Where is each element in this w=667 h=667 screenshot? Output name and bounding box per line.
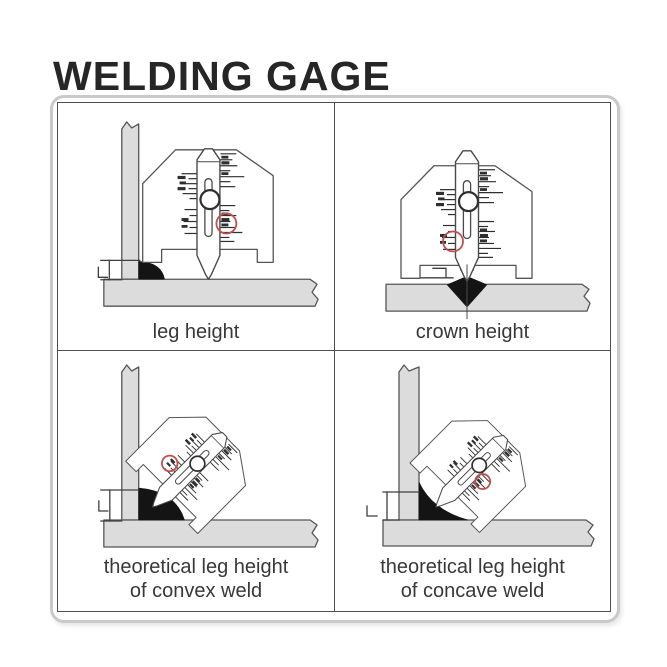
red-highlight-circle [442,230,464,253]
crown-height-illustration [385,149,591,320]
welding-gauge [116,398,260,543]
panel-caption: theoretical leg height of convex weld [103,556,289,602]
fillet-weld-concave [418,481,469,521]
panel-caption: leg height [152,321,240,343]
vertical-plate [121,121,140,280]
red-highlight-circle [161,454,179,473]
diagram-frame: leg height crown height [50,95,620,623]
panel-grid: leg height crown height [57,102,611,612]
panel-caption: theoretical leg height of concave weld [380,556,565,602]
concave-weld-illustration [366,364,595,547]
vertical-plate [121,364,140,521]
vertical-plate [398,364,420,521]
welding-gauge [401,149,532,283]
red-highlight-circle [215,212,238,235]
horizontal-plate [382,519,595,547]
panel-convex-weld: theoretical leg height of convex weld [58,351,335,611]
dimension-bracket [98,489,140,522]
welding-gauge [401,403,540,542]
dimension-bracket [366,491,420,521]
panel-caption: crown height [415,321,530,343]
panel-concave-weld: theoretical leg height of concave weld [335,351,610,611]
panel-crown-height: crown height [335,103,610,351]
red-highlight-circle [474,473,492,490]
horizontal-plate [385,283,591,312]
convex-weld-illustration [98,364,319,548]
page-title: WELDING GAGE [53,53,391,100]
fillet-weld-convex [138,261,165,280]
panel-leg-height: leg height [58,103,335,351]
horizontal-plate [103,519,319,548]
dimension-bracket [97,259,141,281]
horizontal-plate [103,278,319,307]
leg-height-illustration [97,121,319,307]
welding-gauge [143,149,274,279]
